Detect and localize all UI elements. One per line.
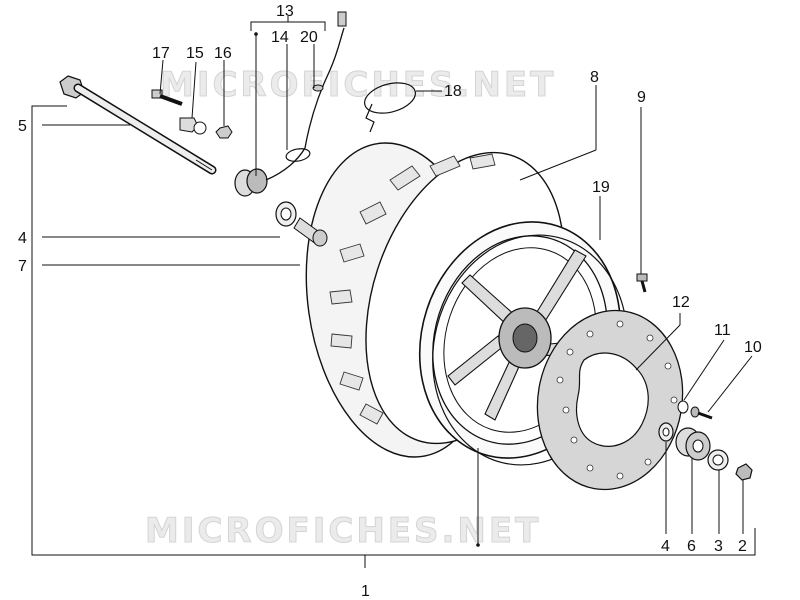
callout-4-right: 4	[661, 538, 670, 555]
callout-3: 3	[714, 538, 723, 555]
bearing-right-part	[658, 422, 674, 442]
callout-11: 11	[714, 322, 731, 339]
spacer-7-part	[293, 217, 328, 247]
leader-lines	[42, 44, 753, 547]
callout-5: 5	[18, 118, 27, 135]
screw-10-part	[690, 406, 713, 420]
callout-1: 1	[361, 583, 370, 600]
callout-4-left: 4	[18, 230, 27, 247]
clamp-15-part	[179, 117, 207, 135]
callout-13-bracket	[250, 16, 326, 176]
callout-19: 19	[592, 179, 610, 196]
callout-20: 20	[300, 29, 318, 46]
washer-11-part	[677, 400, 689, 414]
nut-16-part	[215, 125, 233, 139]
bolt-17-part	[151, 89, 183, 106]
callout-8: 8	[590, 69, 599, 86]
spacer-6-part	[675, 427, 711, 461]
nut-2-part	[735, 463, 753, 481]
callout-18: 18	[444, 83, 462, 100]
axle-part	[59, 75, 217, 175]
callout-16: 16	[214, 45, 232, 62]
callout-7: 7	[18, 258, 27, 275]
callout-2: 2	[738, 538, 747, 555]
callout-9: 9	[637, 89, 646, 106]
watermark-top: MICROFICHES.NET	[160, 65, 556, 105]
spring-clip-part	[364, 82, 416, 133]
assembly-bracket	[31, 105, 756, 568]
bearing-left-part	[275, 201, 297, 227]
callout-14: 14	[271, 29, 289, 46]
speedo-drive-part	[234, 11, 347, 197]
watermark-bottom: MICROFICHES.NET	[145, 511, 541, 551]
callout-13: 13	[276, 3, 294, 20]
callout-12: 12	[672, 294, 690, 311]
callout-17: 17	[152, 45, 170, 62]
seal-3-part	[707, 449, 729, 471]
screw-9-part	[636, 273, 648, 293]
callout-10: 10	[744, 339, 762, 356]
callout-6: 6	[687, 538, 696, 555]
brake-disc-part	[536, 309, 684, 491]
callout-numbers: 13 14 20 17 15 16 18 8 9 5 19 4 7 12 11 …	[18, 3, 762, 600]
callout-15: 15	[186, 45, 204, 62]
